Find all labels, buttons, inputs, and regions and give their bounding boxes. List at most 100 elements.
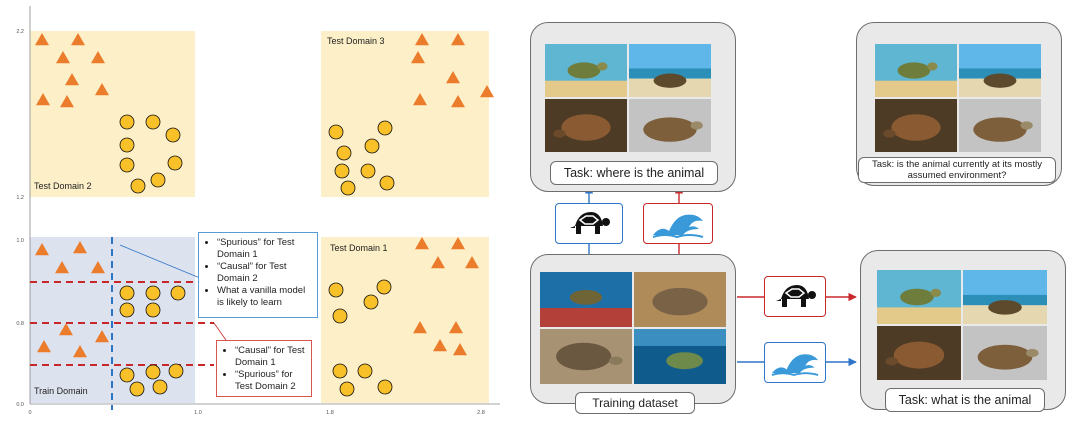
turtle-photo-sea (634, 329, 726, 384)
test-domain-3-label: Test Domain 3 (327, 36, 385, 46)
circle-marker (363, 294, 379, 310)
triangle-marker (446, 71, 460, 84)
triangle-marker (71, 33, 85, 46)
triangle-marker (413, 321, 427, 334)
turtle-photo-grid (545, 44, 711, 152)
turtle-photo-land (545, 99, 627, 152)
turtle-photo-beach (963, 270, 1047, 324)
test-domain-1-label: Test Domain 1 (330, 243, 388, 253)
x-tick-label: 2.8 (477, 410, 485, 416)
x-tick-label: 0 (28, 410, 31, 416)
triangle-marker (449, 321, 463, 334)
circle-marker (336, 145, 352, 161)
triangle-marker (433, 339, 447, 352)
wave-icon (652, 214, 704, 238)
callout-red-item: “Causal” for Test Domain 1 (235, 345, 305, 369)
circle-marker (119, 302, 135, 318)
test-domain-2-label: Test Domain 2 (34, 181, 92, 191)
test-domain-1-region (321, 237, 489, 403)
circle-marker (328, 124, 344, 140)
triangle-marker (453, 343, 467, 356)
tortoise-photo-sand (634, 272, 726, 327)
wave-icon-box-red (643, 203, 713, 244)
triangle-marker (451, 237, 465, 250)
test-domain-2-region (30, 31, 195, 197)
triangle-marker (56, 51, 70, 64)
turtle-photo-ocean (877, 270, 961, 324)
circle-marker (145, 364, 161, 380)
callout-red-item: “Spurious” for Test Domain 2 (235, 369, 305, 393)
triangle-marker (415, 237, 429, 250)
train-domain-label: Train Domain (34, 386, 88, 396)
turtle-photo-grid (877, 270, 1047, 380)
triangle-marker (431, 256, 445, 269)
turtle-photo-studio (959, 99, 1041, 152)
turtle-photo-land (877, 326, 961, 380)
turtle-icon-box-blue (555, 203, 623, 244)
circle-marker (364, 138, 380, 154)
turtle-photo-beach (959, 44, 1041, 97)
circle-marker (332, 363, 348, 379)
turtle-photo-grid (875, 44, 1041, 152)
circle-marker (360, 163, 376, 179)
circle-marker (119, 367, 135, 383)
turtle-icon-box-red (764, 276, 826, 317)
circle-marker (168, 363, 184, 379)
turtle-photo-ocean (875, 44, 957, 97)
circle-marker (130, 178, 146, 194)
task-what-caption: Task: what is the animal (885, 388, 1045, 412)
circle-marker (376, 279, 392, 295)
triangle-marker (465, 256, 479, 269)
triangle-marker (55, 261, 69, 274)
turtle-photo-beach (629, 44, 711, 97)
spurious-causal-callout: “Spurious” for Test Domain 1 “Causal” fo… (198, 232, 318, 318)
circle-marker (150, 172, 166, 188)
turtle-photo-studio (963, 326, 1047, 380)
triangle-marker (60, 95, 74, 108)
task-where-caption: Task: where is the animal (550, 161, 718, 185)
red-callout-pointer (213, 322, 229, 344)
y-tick-label: 0.0 (16, 402, 24, 408)
triangle-marker (480, 85, 494, 98)
triangle-marker (91, 51, 105, 64)
turtle-photo-land (875, 99, 957, 152)
training-dataset-caption: Training dataset (575, 392, 695, 414)
callout-blue-item: “Spurious” for Test Domain 1 (217, 237, 311, 261)
turtle-icon (570, 211, 610, 234)
circle-marker (167, 155, 183, 171)
wave-icon (771, 353, 819, 376)
triangle-marker (35, 243, 49, 256)
y-tick-label: 1.2 (16, 195, 24, 201)
turtle-photo-studio (629, 99, 711, 152)
triangle-marker (59, 323, 73, 336)
triangle-marker (415, 33, 429, 46)
triangle-marker (91, 261, 105, 274)
circle-marker (165, 127, 181, 143)
x-tick-label: 1.0 (194, 410, 202, 416)
circle-marker (332, 308, 348, 324)
circle-marker (119, 157, 135, 173)
circle-marker (152, 379, 168, 395)
triangle-marker (95, 83, 109, 96)
triangle-marker (36, 93, 50, 106)
wave-icon-box-blue (764, 342, 826, 383)
callout-blue-item: What a vanilla model is likely to learn (217, 285, 311, 309)
circle-marker (145, 302, 161, 318)
circle-marker (377, 120, 393, 136)
circle-marker (339, 381, 355, 397)
task-environment-caption: Task: is the animal currently at its mos… (858, 157, 1056, 183)
circle-marker (377, 379, 393, 395)
circle-marker (145, 114, 161, 130)
y-tick-label: 0.8 (16, 321, 24, 327)
triangle-marker (73, 345, 87, 358)
turtle-icon (776, 284, 816, 307)
triangle-marker (37, 340, 51, 353)
y-tick-label: 2.2 (16, 29, 24, 35)
domain-scatter-plot: Test Domain 2 Test Domain 3 Test Domain … (16, 6, 500, 416)
circle-marker (129, 381, 145, 397)
circle-marker (145, 285, 161, 301)
triangle-marker (413, 93, 427, 106)
training-photo-grid (540, 272, 726, 384)
triangle-marker (451, 95, 465, 108)
circle-marker (170, 285, 186, 301)
